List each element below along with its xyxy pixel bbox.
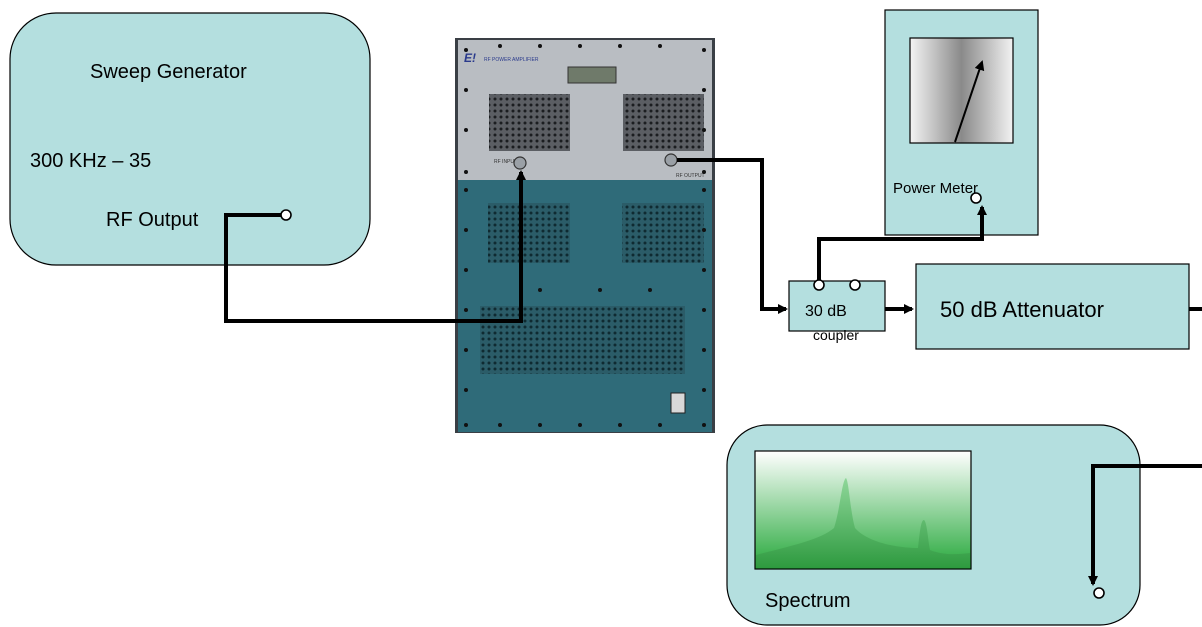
spectrum-trace: [756, 478, 970, 568]
amplifier-power-switch[interactable]: [670, 392, 686, 414]
sweep-generator-title: Sweep Generator: [90, 61, 247, 83]
spectrum-input-port[interactable]: [1093, 587, 1105, 599]
amplifier-vent-lower: [480, 306, 685, 374]
attenuator-box: [915, 263, 1190, 350]
cable-generator-to-amplifier: [224, 213, 523, 323]
coupler-box: [788, 280, 886, 332]
coupler: 30 dB coupler: [788, 279, 886, 343]
power-meter: Power Meter: [884, 9, 1039, 236]
cables: [224, 158, 1202, 586]
coupler-label-sub: coupler: [813, 327, 859, 343]
sweep-generator-box: [9, 12, 371, 266]
spectrum-label: Spectrum: [765, 590, 851, 612]
rf-output-port[interactable]: [280, 209, 292, 221]
amplifier-vent-upper-left: [489, 94, 570, 151]
amplifier-vent-upper-right: [623, 94, 704, 151]
amplifier-vent-mid-left: [488, 203, 570, 263]
coupler-coupled-port[interactable]: [813, 279, 825, 291]
amplifier-vent-mid-right: [622, 203, 704, 263]
attenuator-label: 50 dB Attenuator: [940, 297, 1104, 322]
amplifier-input-connector[interactable]: [513, 156, 527, 170]
amplifier-output-text: RF OUTPUT: [676, 173, 705, 179]
amplifier-lcd: [567, 66, 617, 84]
power-meter-needle: [954, 60, 985, 143]
amplifier-output-connector[interactable]: [664, 153, 678, 167]
amplifier-input-text: RF INPUT: [494, 159, 517, 165]
sweep-generator-range: 300 KHz – 35: [30, 150, 151, 172]
cable-to-spectrum-analyzer: [1088, 464, 1202, 586]
amplifier-model-text: RF POWER AMPLIFIER: [484, 57, 539, 63]
sweep-generator: Sweep Generator 300 KHz – 35 RF Output: [9, 12, 371, 266]
power-meter-display: [909, 37, 1014, 144]
attenuator: 50 dB Attenuator: [915, 263, 1190, 350]
coupler-aux-port[interactable]: [849, 279, 861, 291]
power-meter-label: Power Meter: [893, 180, 978, 197]
power-meter-input-port[interactable]: [970, 192, 982, 204]
cable-coupler-to-power-meter: [817, 205, 987, 280]
cable-amplifier-to-coupler: [677, 158, 788, 314]
coupler-label: 30 dB: [805, 303, 847, 320]
amplifier-logo: E!: [464, 51, 476, 65]
rf-amplifier-photo: E! RF POWER AMPLIFIER RF INPUT RF OUTPUT: [455, 38, 715, 433]
spectrum-analyzer: Spectrum: [726, 424, 1141, 626]
amplifier-screws: [464, 44, 706, 427]
rf-output-label: RF Output: [106, 209, 199, 231]
